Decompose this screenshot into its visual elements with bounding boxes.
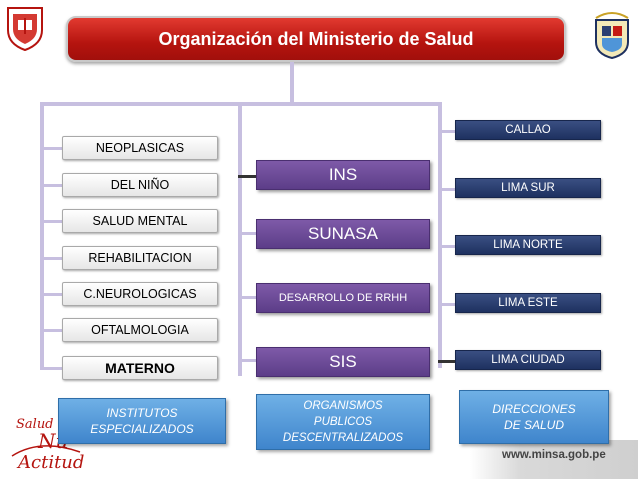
university-logo (7, 7, 43, 52)
direccion-lima-norte: LIMA NORTE (455, 235, 601, 255)
category-direcciones-line2: DE SALUD (503, 418, 565, 432)
connector-middle (238, 359, 258, 362)
organismo-sis: SIS (256, 347, 430, 377)
category-organismos-line1: ORGANISMOS (303, 400, 383, 412)
svg-text:Actitud: Actitud (16, 452, 84, 473)
connector-right (438, 130, 456, 133)
direccion-lima-este: LIMA ESTE (455, 293, 601, 313)
connector-left (40, 367, 64, 370)
left-vertical-line (40, 102, 44, 370)
connector-left (40, 184, 64, 187)
middle-vertical-line (238, 102, 242, 376)
connector-left (40, 329, 64, 332)
connector-left (40, 220, 64, 223)
category-direcciones-line1: DIRECCIONES (492, 402, 576, 416)
direccion-lima-sur: LIMA SUR (455, 178, 601, 198)
direccion-callao: CALLAO (455, 120, 601, 140)
category-direcciones: DIRECCIONES DE SALUD (459, 390, 609, 444)
category-institutos-line2: ESPECIALIZADOS (90, 422, 194, 436)
connector-middle (238, 175, 258, 178)
footer-url: www.minsa.gob.pe (502, 449, 606, 461)
connector-right (438, 360, 456, 363)
instituto-materno: MATERNO (62, 356, 218, 380)
direccion-lima-ciudad: LIMA CIUDAD (455, 350, 601, 370)
trunk-line (290, 62, 294, 105)
category-organismos-line3: DESCENTRALIZADOS (282, 432, 404, 444)
connector-left (40, 147, 64, 150)
page-title: Organización del Ministerio de Salud (66, 16, 566, 62)
instituto-neurologicas: C.NEUROLOGICAS (62, 282, 218, 306)
connector-right (438, 188, 456, 191)
instituto-rehabilitacion: REHABILITACION (62, 246, 218, 270)
connector-right (438, 303, 456, 306)
instituto-salud-mental: SALUD MENTAL (62, 209, 218, 233)
connector-middle (238, 296, 258, 299)
footer-bar (470, 440, 638, 479)
category-institutos-line1: INSTITUTOS (106, 406, 178, 420)
organismo-sunasa: SUNASA (256, 219, 430, 249)
category-organismos: ORGANISMOS PUBLICOS DESCENTRALIZADOS (256, 394, 430, 450)
category-institutos: INSTITUTOS ESPECIALIZADOS (58, 398, 226, 444)
instituto-neoplasicas: NEOPLASICAS (62, 136, 218, 160)
organismo-desarrollo-rrhh: DESARROLLO DE RRHH (256, 283, 430, 313)
connector-middle (238, 232, 258, 235)
instituto-del-nino: DEL NIÑO (62, 173, 218, 197)
connector-left (40, 257, 64, 260)
category-organismos-line2: PUBLICOS (313, 416, 373, 428)
connector-left (40, 293, 64, 296)
svg-text:Salud: Salud (16, 417, 54, 432)
organismo-ins: INS (256, 160, 430, 190)
right-vertical-line (438, 102, 442, 368)
instituto-oftalmologia: OFTALMOLOGIA (62, 318, 218, 342)
hospital-crest-logo (595, 12, 629, 60)
connector-right (438, 245, 456, 248)
